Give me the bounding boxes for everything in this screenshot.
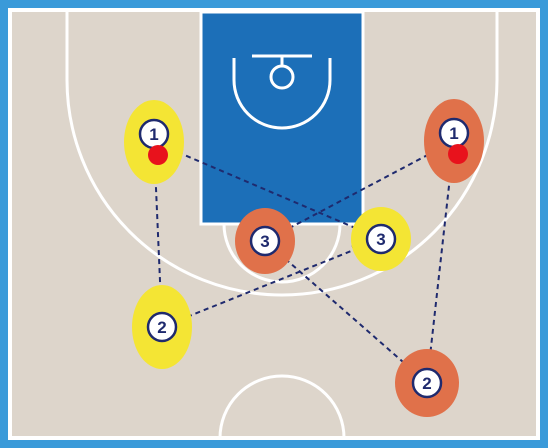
three-point-line: [65, 12, 499, 297]
player-marker: [249, 225, 281, 257]
players-layer: 1 2 3 1 2 3: [124, 99, 484, 417]
passes-layer: [150, 149, 453, 370]
player-marker: [411, 367, 443, 399]
ball-icon: [448, 144, 468, 164]
player-yellow-1[interactable]: 1: [124, 100, 184, 184]
player-orange-3[interactable]: 3: [235, 208, 295, 274]
center-circle: [218, 374, 346, 439]
player-yellow-3[interactable]: 3: [351, 207, 411, 271]
restricted-arc: [232, 58, 332, 130]
pass-arrow-o1-to-o2: [425, 158, 453, 364]
player-yellow-2[interactable]: 2: [132, 285, 192, 369]
free-throw-circle: [222, 223, 342, 284]
player-marker: [146, 311, 178, 343]
pass-arrow-y3-to-y1: [172, 149, 365, 233]
player-number: 1: [449, 124, 458, 143]
pass-arrow-o3-to-o1: [280, 150, 437, 234]
player-number: 1: [149, 125, 158, 144]
player-number: 2: [422, 374, 431, 393]
pass-arrow-y2-to-y1: [150, 161, 163, 310]
player-orange-1[interactable]: 1: [424, 99, 484, 183]
player-marker: [365, 223, 397, 255]
player-number: 3: [376, 230, 385, 249]
player-number: 2: [157, 318, 166, 337]
paint-area: [199, 10, 365, 226]
pass-arrow-o3-to-o2: [277, 252, 412, 370]
ball-icon: [148, 145, 168, 165]
rim: [269, 64, 295, 90]
pass-arrow-y2-to-y3: [178, 245, 363, 322]
player-orange-2[interactable]: 2: [395, 349, 459, 417]
player-number: 3: [260, 232, 269, 251]
